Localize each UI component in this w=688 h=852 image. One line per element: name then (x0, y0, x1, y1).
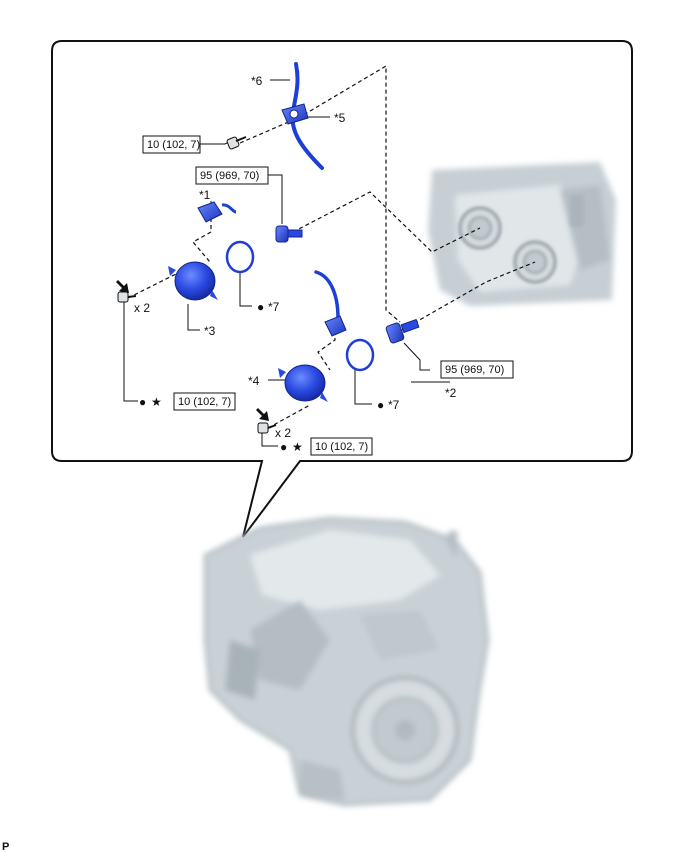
callout-label-5: *5 (334, 111, 346, 125)
svg-text:10 (102, 7): 10 (102, 7) (178, 396, 231, 408)
qty-left-bolts: x 2 (134, 301, 150, 315)
callout-label-7-upper: *7 (268, 300, 280, 314)
svg-text:10 (102, 7): 10 (102, 7) (147, 139, 200, 151)
sensor-bolts-left (117, 291, 137, 303)
callout-label-4: *4 (248, 374, 260, 388)
bracket-bolt (226, 136, 247, 150)
o-ring-upper (225, 240, 255, 274)
union-bolt-upper (275, 225, 303, 243)
callout-label-2: *2 (445, 386, 457, 400)
hose-bracket (281, 103, 309, 125)
inset-engine-photo (428, 162, 616, 306)
torque-box-left-bolts: 10 (102, 7) (173, 392, 236, 411)
torque-box-bracket-bolt: 10 (102, 7) (142, 135, 201, 154)
callout-label-6: *6 (251, 74, 263, 88)
black-dot-icon: ● (377, 398, 384, 412)
svg-text:10 (102, 7): 10 (102, 7) (315, 441, 368, 453)
union-fitting-upper (197, 201, 237, 223)
cam-sensor-lower (278, 364, 328, 402)
star-icon: ★ (292, 440, 303, 454)
solid-leaders (123, 79, 450, 447)
cam-sensor-upper (168, 261, 218, 301)
callout-label-3: *3 (204, 324, 216, 338)
union-bolt-lower (385, 318, 420, 344)
torque-box-union-bolt-lower: 95 (969, 70) (440, 360, 514, 379)
union-fitting-lower (314, 270, 347, 337)
qty-lower-bolts: x 2 (275, 426, 291, 440)
corner-mark: P (2, 841, 9, 852)
engine-illustration (204, 516, 490, 807)
torque-box-lower-bolts: 10 (102, 7) (310, 437, 373, 456)
svg-text:95 (969, 70): 95 (969, 70) (445, 364, 504, 376)
star-icon: ★ (151, 395, 162, 409)
callout-label-1: *1 (199, 188, 211, 202)
bold-arrow-icon (116, 280, 129, 293)
callout-label-7-lower: *7 (388, 398, 400, 412)
black-dot-icon: ● (280, 440, 287, 454)
svg-text:95 (969, 70): 95 (969, 70) (200, 170, 259, 182)
torque-box-union-bolt-upper: 95 (969, 70) (195, 166, 269, 185)
o-ring-lower (345, 338, 375, 372)
callout-frame (51, 40, 633, 538)
black-dot-icon: ● (139, 395, 146, 409)
black-dot-icon: ● (257, 300, 264, 314)
bold-arrow-icon (256, 408, 269, 421)
sensor-bolts-lower (257, 422, 277, 434)
